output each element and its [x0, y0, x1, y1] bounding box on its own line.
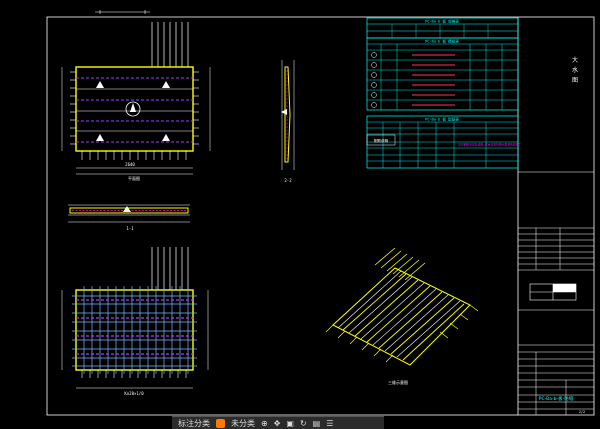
plan-view: 2640 平面图 [61, 22, 211, 181]
print-icon[interactable]: ▤ [312, 418, 321, 428]
menu-icon[interactable]: ☰ [326, 418, 334, 428]
category-dropdown[interactable]: 未分类 [231, 418, 255, 428]
iso-label: 三维示意图 [388, 379, 408, 385]
title-side-3: 图 [572, 77, 578, 84]
section-1-1-label: 1-1 [126, 226, 134, 231]
viewer-toolbar: 标注分类 未分类 ⊕ ✥ ▣ ↻ ▤ ☰ [172, 416, 384, 429]
category-color-icon [216, 418, 225, 428]
title-side-1: 大 [572, 56, 578, 64]
spec-tables: PC-Ba-b 板 规格表 PC-Ba-b 板 模板表 [366, 17, 521, 169]
annotation-category-label[interactable]: 标注分类 [178, 418, 210, 428]
fit-icon[interactable]: ▣ [286, 418, 294, 428]
drawing-frame [46, 16, 595, 416]
section-1-1: 1-1 [68, 204, 190, 231]
sheet-number: 2/2 [579, 410, 585, 414]
plan-title: 平面图 [128, 175, 140, 181]
plan-dim-top: 2640 [125, 162, 135, 167]
rebar-dim-label: Ko20×1/0 [124, 391, 144, 396]
note-text: 竖向钢筋布置见说明,吊点位置按图示要求布置施工 [458, 143, 521, 147]
mid-table-title: PC-Ba-b 板 模板表 [425, 39, 459, 44]
pan-icon[interactable]: ✥ [273, 418, 281, 428]
zoom-icon[interactable]: ⊕ [261, 418, 268, 428]
section-2-2-label: 2-2 [284, 178, 292, 183]
upper-table-title: PC-Ba-b 板 规格表 [425, 19, 459, 24]
title-side-2: 水 [572, 66, 578, 74]
project-title: PC-Ba-b-板-防缝 [539, 395, 574, 402]
note-label: 配筋说明 [374, 138, 389, 143]
title-block: 大 水 图 PC-Ba-b-板-防缝 2/2 [518, 56, 594, 415]
section-2-2: 2-2 [281, 60, 295, 183]
lower-table-title: PC-Ba-b 板 配筋表 [425, 117, 459, 122]
rebar-plan-view: Ko20×1/0 [61, 247, 209, 396]
rotate-icon[interactable]: ↻ [299, 418, 307, 428]
isometric-view: 三维示意图 [325, 247, 479, 385]
